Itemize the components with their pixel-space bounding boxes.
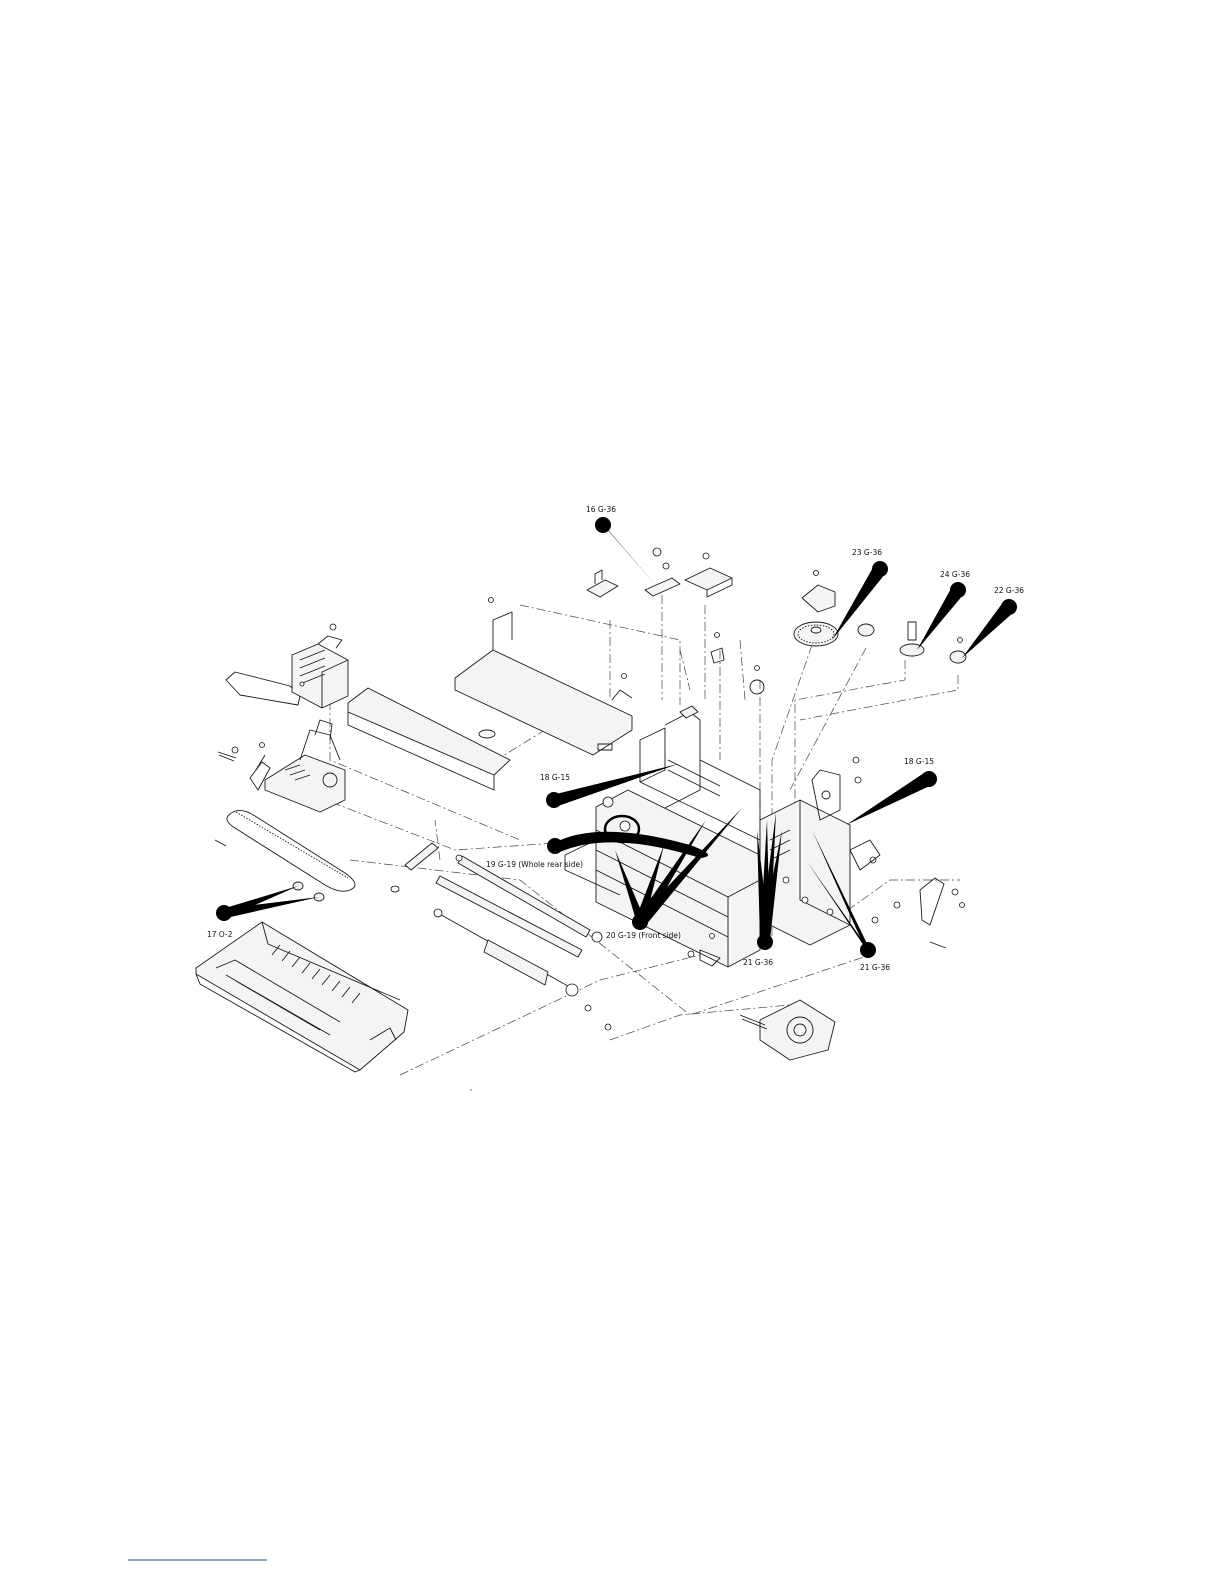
platen-rollers — [391, 843, 611, 1030]
right-side-frame — [760, 757, 965, 948]
idler-washers — [293, 882, 324, 901]
callout-18-right: 18 G-15 — [904, 757, 934, 766]
callout-17: 17 O-2 — [207, 930, 233, 939]
carriage-assembly — [218, 720, 345, 812]
top-small-parts — [587, 548, 764, 694]
callout-16: 16 G-36 — [586, 505, 616, 514]
callout-18-left: 18 G-15 — [540, 773, 570, 782]
callout-21-right: 21 G-36 — [860, 963, 890, 972]
print-head-heatsink — [226, 624, 348, 708]
stepper-motor — [740, 1000, 835, 1060]
callout-23: 23 G-36 — [852, 548, 882, 557]
bottom-housing — [196, 922, 408, 1072]
callout-22: 22 G-36 — [994, 586, 1024, 595]
callout-20: 20 G-19 (Front side) — [606, 931, 681, 940]
stray-mark — [470, 1089, 472, 1091]
timing-belt — [215, 810, 355, 891]
callout-21-left: 21 G-36 — [743, 958, 773, 967]
callout-24: 24 G-36 — [940, 570, 970, 579]
callout-19: 19 G-19 (Whole rear side) — [486, 860, 583, 869]
